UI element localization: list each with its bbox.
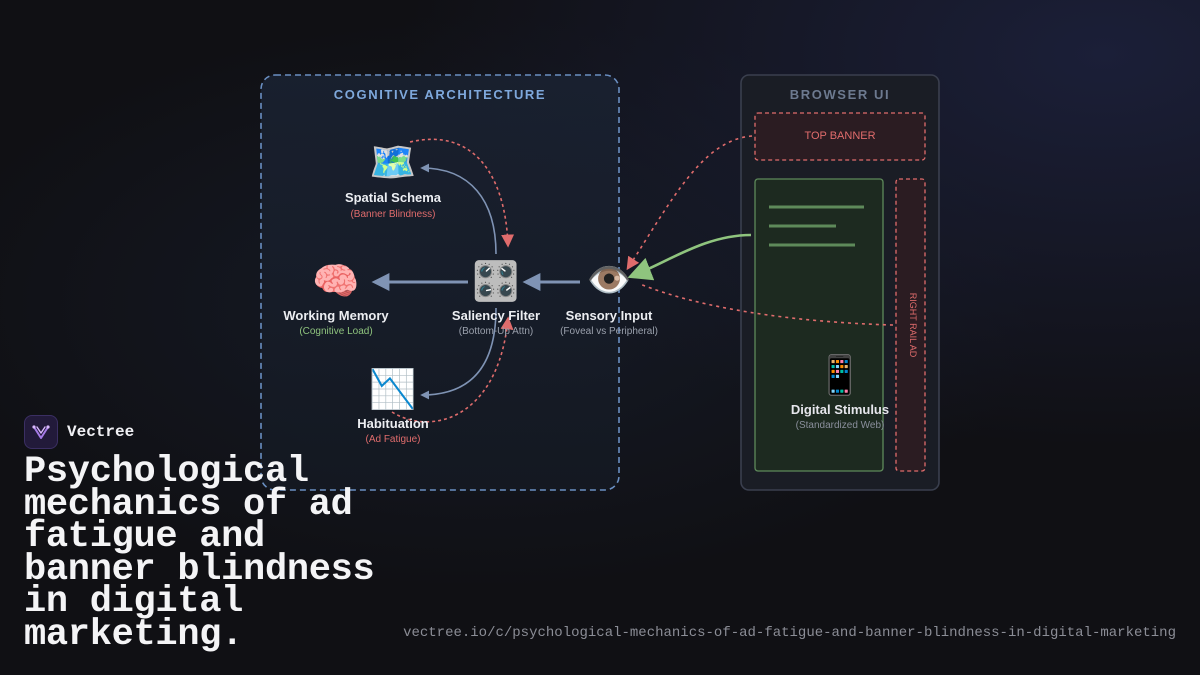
- saliency-filter-label: Saliency Filter: [452, 308, 540, 323]
- eye-icon: 👁️: [587, 260, 632, 301]
- main-content-area: [754, 178, 884, 472]
- working-memory-label: Working Memory: [283, 308, 389, 323]
- right-rail-label: RIGHT RAIL AD: [908, 293, 918, 358]
- saliency-filter-node: 🎛️ Saliency Filter (Bottom-Up Attn): [452, 259, 540, 337]
- spatial-schema-sublabel: (Banner Blindness): [350, 209, 435, 220]
- brand: Vectree: [24, 415, 134, 449]
- working-memory-sublabel: (Cognitive Load): [299, 326, 372, 337]
- flow-connectors: [371, 163, 580, 400]
- working-memory-node: 🧠 Working Memory (Cognitive Load): [283, 259, 389, 337]
- ad-feedback-connectors: [391, 135, 894, 423]
- cognitive-architecture-title: COGNITIVE ARCHITECTURE: [334, 87, 546, 102]
- control-knobs-icon: 🎛️: [472, 259, 519, 303]
- arrow-saliency-to-habituation: [420, 307, 497, 400]
- spatial-schema-node: 🗺️ Spatial Schema (Banner Blindness): [345, 140, 442, 220]
- habituation-sublabel: (Ad Fatigue): [365, 434, 420, 445]
- spatial-schema-label: Spatial Schema: [345, 190, 442, 205]
- digital-stimulus-sublabel: (Standardized Web): [796, 420, 885, 431]
- arrow-top-banner-to-sensory: [626, 135, 753, 271]
- browser-ui-panel: BROWSER UI TOP BANNER RIGHT RAIL AD 📱 Di…: [740, 74, 940, 491]
- source-url[interactable]: vectree.io/c/psychological-mechanics-of-…: [403, 625, 1176, 641]
- sensory-input-node: 👁️ Sensory Input (Foveal vs Peripheral): [560, 260, 658, 337]
- arrow-spatial-schema-to-saliency: [409, 138, 515, 248]
- arrow-content-to-sensory: [627, 233, 752, 281]
- top-banner-ad: TOP BANNER: [754, 112, 926, 161]
- saliency-filter-sublabel: (Bottom-Up Attn): [459, 326, 533, 337]
- right-rail-ad: RIGHT RAIL AD: [895, 178, 926, 472]
- vectree-logo-glyph: [32, 425, 50, 439]
- world-map-icon: 🗺️: [369, 140, 416, 184]
- sensory-input-sublabel: (Foveal vs Peripheral): [560, 326, 658, 337]
- arrow-saliency-to-spatial-schema: [420, 163, 497, 255]
- browser-ui-title: BROWSER UI: [790, 87, 891, 102]
- digital-stimulus-node: 📱 Digital Stimulus (Standardized Web): [791, 353, 889, 431]
- link-right-rail-to-sensory: [639, 283, 894, 326]
- sensory-input-label: Sensory Input: [566, 308, 653, 323]
- brain-icon: 🧠: [312, 259, 359, 303]
- top-banner-label: TOP BANNER: [804, 130, 875, 142]
- mobile-phone-icon: 📱: [816, 353, 863, 397]
- brand-name: Vectree: [67, 423, 135, 441]
- habituation-node: 📉 Habituation (Ad Fatigue): [357, 367, 429, 445]
- headline: Psychological mechanics of ad fatigue an…: [24, 451, 375, 656]
- chart-decreasing-icon: 📉: [369, 367, 416, 411]
- digital-stimulus-label: Digital Stimulus: [791, 402, 889, 417]
- vectree-logo-icon: [24, 415, 58, 449]
- arrow-habituation-to-saliency: [391, 316, 514, 423]
- habituation-label: Habituation: [357, 416, 429, 431]
